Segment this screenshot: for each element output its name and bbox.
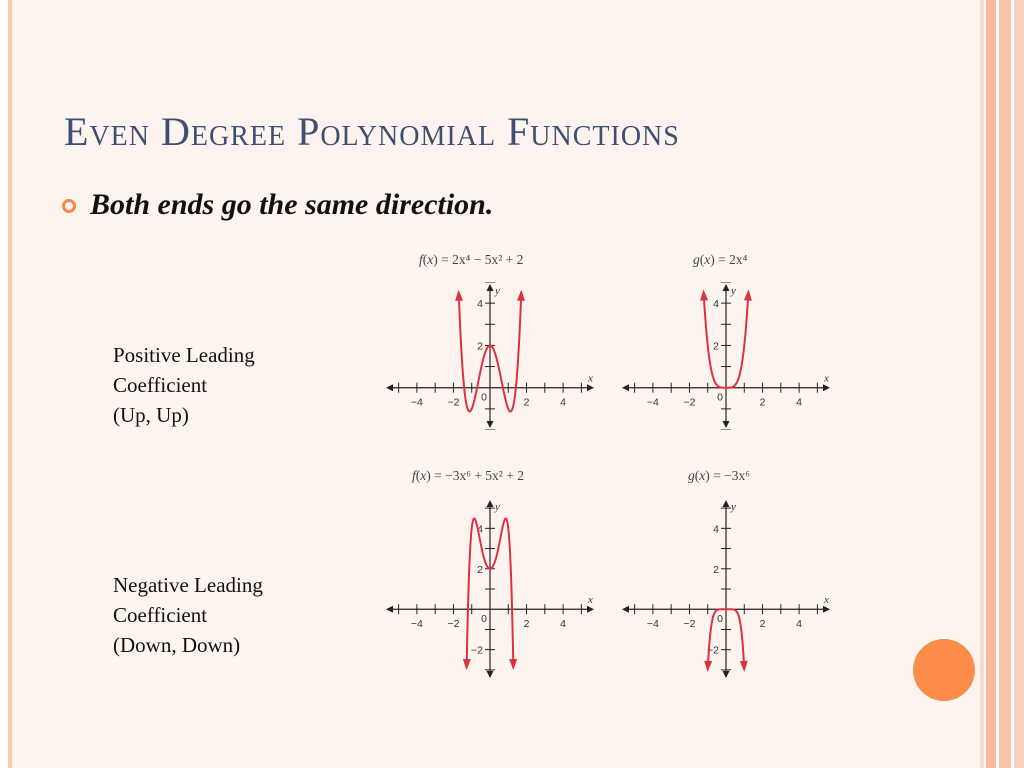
positive-leading-label: Positive Leading Coefficient (Up, Up) [113,340,255,430]
curve-arrow-left [455,289,464,301]
y-axis-arrow-up [486,284,494,291]
bullet-text: Both ends go the same direction. [90,188,494,221]
x-tick-label: −2 [447,397,459,409]
curve-arrow-right [743,289,752,301]
graph-f-negative: −4 −2 2 4 4 2 −2 0 x y [386,500,594,678]
function-curve [465,517,515,669]
y-axis-arrow-down [722,671,730,678]
x-tick-label: 2 [524,618,530,630]
curve-arrow-right [509,659,518,671]
origin-label: 0 [717,613,723,625]
function-curve [706,608,746,670]
x-axis-arrow-left [386,384,393,392]
x-tick-label: −2 [447,618,459,630]
y-tick-label: 2 [477,340,483,352]
x-tick-label: 2 [760,618,766,630]
y-tick-label: 2 [477,564,483,576]
y-axis-label: y [494,285,500,297]
x-axis-arrow-right [587,384,594,392]
x-axis-arrow-right [587,605,594,613]
y-tick-label: 4 [713,523,719,535]
x-tick-label: −2 [683,618,695,630]
y-axis-label: y [494,501,500,513]
y-axis-arrow-up [722,284,730,291]
graph-f-positive: −4 −2 2 4 4 2 0 x y [386,282,594,430]
x-tick-label: 2 [524,397,530,409]
x-axis-label: x [587,373,593,385]
slide-title: Even Degree Polynomial Functions [64,109,680,154]
x-axis-arrow-left [622,605,629,613]
function-curve [457,291,523,413]
x-tick-label: −4 [411,618,423,630]
origin-label: 0 [717,392,723,404]
x-tick-label: −4 [647,618,659,630]
x-axis-label: x [823,594,829,606]
y-tick-label: 4 [713,298,719,310]
y-axis-arrow-up [486,500,494,507]
curve-arrow-left [704,660,713,672]
positive-label-line-1: Positive Leading [113,343,255,367]
x-tick-label: −4 [647,397,659,409]
y-axis-label: y [730,285,736,297]
bullet-row: Both ends go the same direction. [62,188,493,222]
y-tick-label: 2 [713,340,719,352]
x-tick-label: 4 [560,397,566,409]
bullet-circle-icon [62,199,76,213]
curve-arrow-right [739,660,748,672]
y-axis-arrow-down [486,671,494,678]
equation-3: f(x) = −3x⁶ + 5x² + 2 [412,468,524,483]
negative-leading-label: Negative Leading Coefficient (Down, Down… [113,570,263,660]
x-axis-label: x [587,594,593,606]
slide-background [12,0,980,768]
x-tick-label: 4 [796,618,802,630]
x-tick-label: 4 [796,397,802,409]
x-tick-label: 4 [560,618,566,630]
negative-label-line-1: Negative Leading [113,573,263,597]
curve-arrow-right [516,289,525,301]
function-curve [702,291,750,389]
y-tick-label: 4 [477,298,483,310]
y-axis-arrow-up [722,500,730,507]
y-axis-label: y [730,501,736,513]
x-tick-label: −4 [411,397,423,409]
equation-1: f(x) = 2x⁴ − 5x² + 2 [419,252,524,267]
curve-arrow-left [462,659,471,671]
positive-label-line-3: (Up, Up) [113,403,189,427]
curve-arrow-left [700,289,709,301]
equation-2: g(x) = 2x⁴ [693,252,748,267]
y-axis-arrow-down [722,421,730,428]
y-tick-label: 4 [477,523,483,535]
x-tick-label: 2 [760,397,766,409]
negative-label-line-2: Coefficient [113,603,208,627]
y-axis-arrow-down [486,421,494,428]
x-axis-arrow-right [823,384,830,392]
slide-left-border [8,0,12,768]
positive-label-line-2: Coefficient [113,373,208,397]
origin-label: 0 [481,613,487,625]
equation-4: g(x) = −3x⁶ [688,468,750,483]
y-tick-label: −2 [471,645,483,657]
decorative-stripes [980,0,1024,768]
negative-label-line-3: (Down, Down) [113,633,241,657]
y-tick-label: 2 [713,564,719,576]
x-axis-arrow-left [622,384,629,392]
origin-label: 0 [481,392,487,404]
x-tick-label: −2 [683,397,695,409]
accent-circle [913,639,975,701]
x-axis-arrow-left [386,605,393,613]
x-axis-arrow-right [823,605,830,613]
x-axis-label: x [823,373,829,385]
graph-g-positive: −4 −2 2 4 4 2 0 x y [622,282,830,430]
